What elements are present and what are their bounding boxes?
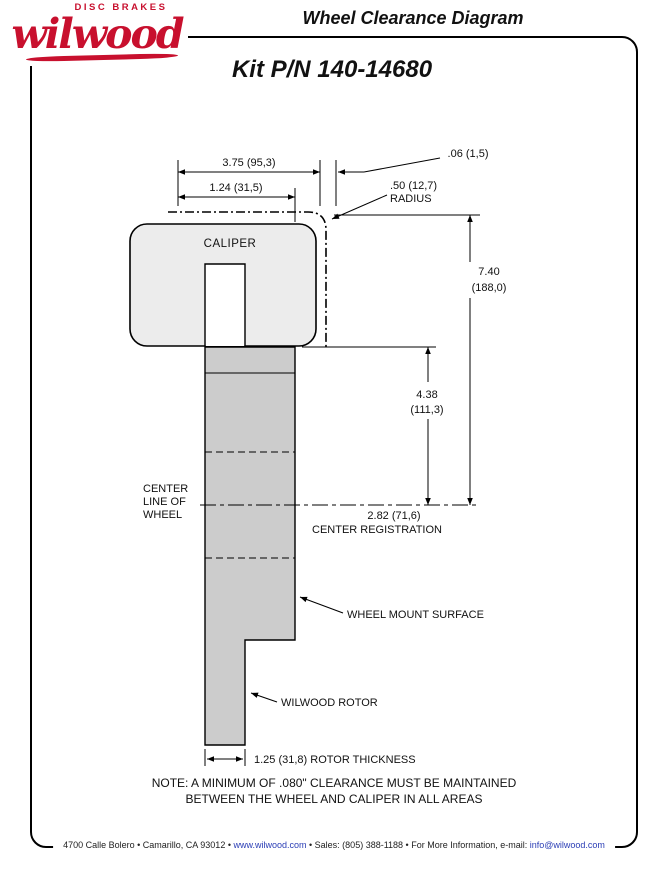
dim-0-06-label: .06 (1,5) <box>448 148 489 160</box>
footer: 4700 Calle Bolero • Camarillo, CA 93012 … <box>53 838 615 852</box>
caliper-label: CALIPER <box>204 238 257 250</box>
wilwood-logo: DISC BRAKES wilwood <box>6 2 188 66</box>
centerline-label-line3: WHEEL <box>143 509 182 521</box>
centerline-label-line2: LINE OF <box>143 496 186 508</box>
logo-wilwood-script: wilwood <box>11 10 184 58</box>
footer-email-link[interactable]: info@wilwood.com <box>529 840 605 850</box>
rotor-leader-line <box>250 692 278 703</box>
dim-7-40-label-line1: 7.40 <box>478 266 499 278</box>
caliper-slot <box>205 264 245 346</box>
footer-sales: • Sales: (805) 388-1188 • For More Infor… <box>306 840 530 850</box>
dim-4-38-label-line1: 4.38 <box>416 389 437 401</box>
footer-address: 4700 Calle Bolero • Camarillo, CA 93012 … <box>63 840 234 850</box>
radius-label-line2: RADIUS <box>390 193 432 205</box>
note-line1: NOTE: A MINIMUM OF .080" CLEARANCE MUST … <box>152 776 517 790</box>
rotor-label: WILWOOD ROTOR <box>281 697 378 709</box>
center-registration-label: CENTER REGISTRATION <box>312 524 442 536</box>
note-line2: BETWEEN THE WHEEL AND CALIPER IN ALL ARE… <box>186 792 483 806</box>
logo-disc-brakes-text: DISC BRAKES <box>74 2 168 13</box>
centerline-label-line1: CENTER <box>143 483 188 495</box>
wheel-mount-leader-line <box>299 596 344 614</box>
dim-2-82-label: 2.82 (71,6) <box>367 510 420 522</box>
wheel-mount-label: WHEEL MOUNT SURFACE <box>347 609 484 621</box>
dimension-7-40 <box>334 214 480 505</box>
caliper-slot-outline <box>204 263 246 347</box>
dim-1-24-label: 1.24 (31,5) <box>209 182 262 194</box>
dim-7-40-label-mask <box>464 262 514 298</box>
kit-part-number: Kit P/N 140-14680 <box>231 56 433 83</box>
rotor-thickness-label: 1.25 (31,8) ROTOR THICKNESS <box>254 754 416 766</box>
dimension-rotor-thickness <box>204 749 246 766</box>
wheel-profile-line <box>168 211 327 347</box>
dim-4-38-label-line2: (111,3) <box>410 404 443 416</box>
dim-3-75-label: 3.75 (95,3) <box>222 157 275 169</box>
dimension-0-06 <box>335 157 441 206</box>
dim-7-40-label-line2: (188,0) <box>472 282 507 294</box>
rotor-cross-section <box>204 346 296 746</box>
radius-label-line1: .50 (12,7) <box>390 180 437 192</box>
dimension-4-38 <box>302 346 436 505</box>
centerline-label: CENTER LINE OF WHEEL <box>143 483 188 521</box>
footer-website-link[interactable]: www.wilwood.com <box>233 840 307 850</box>
dimension-1-24 <box>178 188 296 222</box>
page-title: Wheel Clearance Diagram <box>302 8 524 28</box>
